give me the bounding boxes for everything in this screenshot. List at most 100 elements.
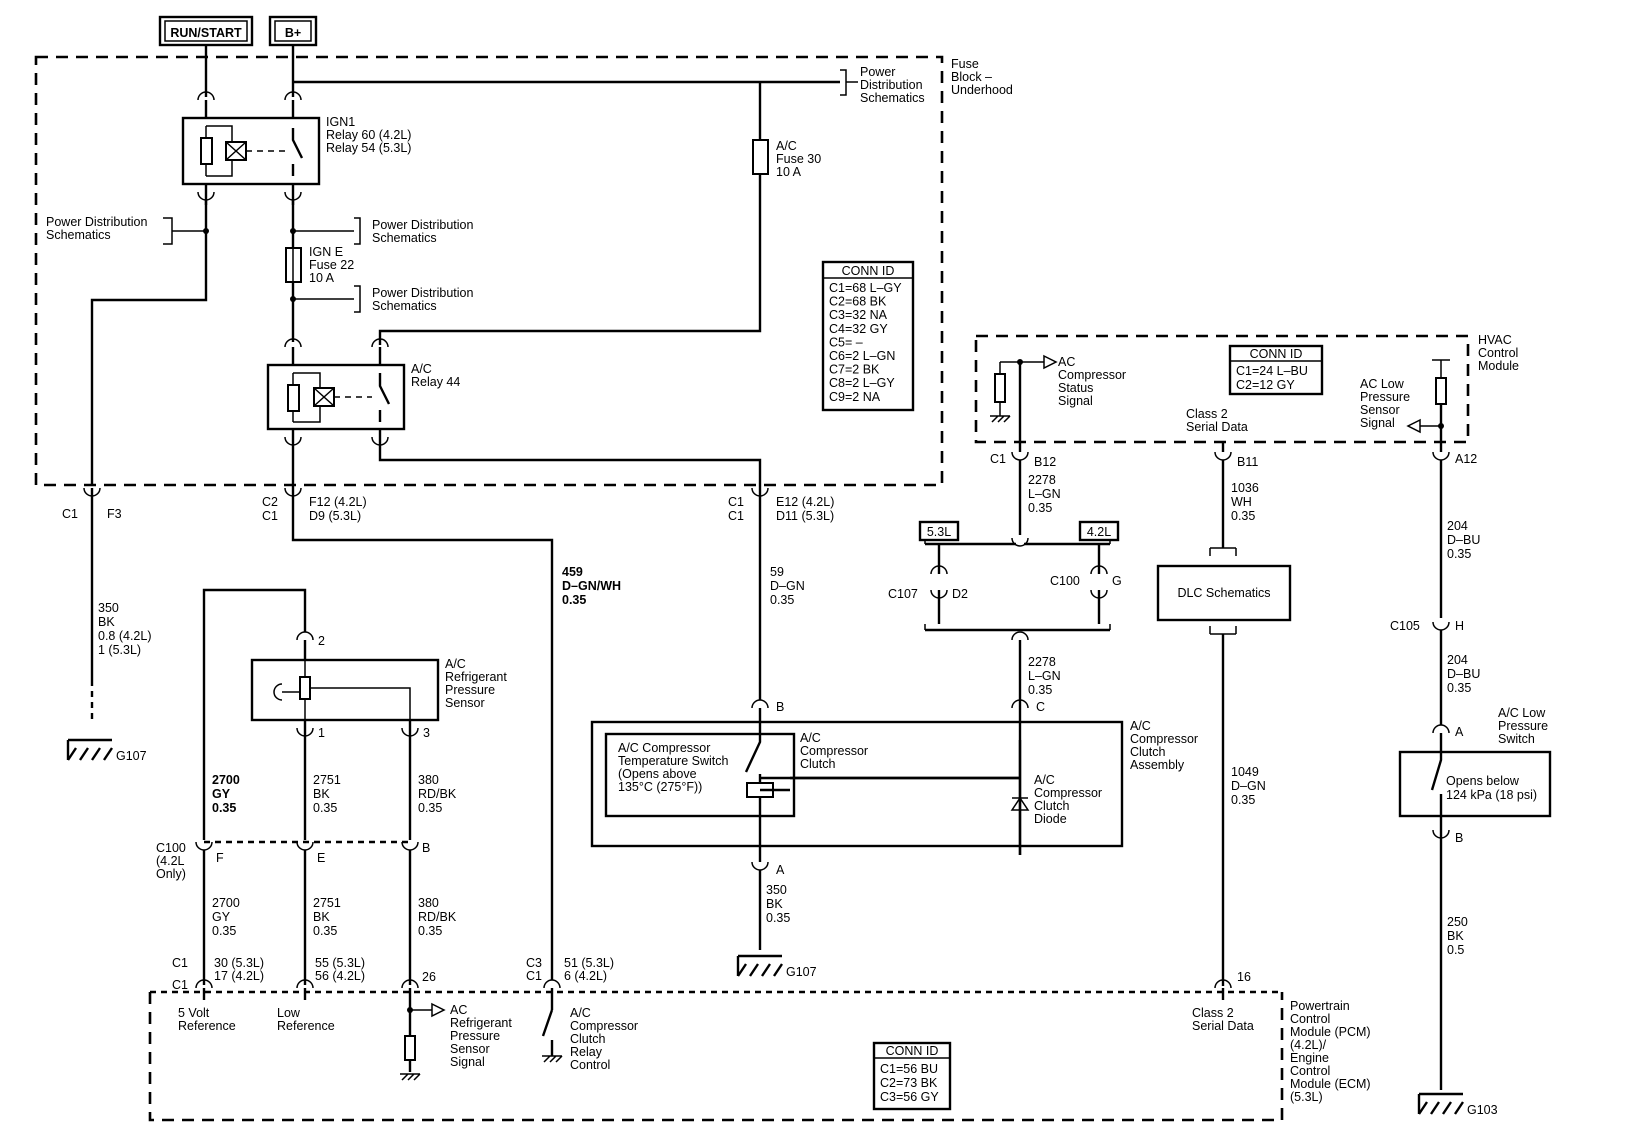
hvac-conn-id-rows: C1=24 L–BU C2=12 GY [1236,364,1311,392]
svg-text:A: A [1455,725,1464,739]
wire-350-bk: 350 BK 0.8 (4.2L) 1 (5.3L) [98,601,155,657]
wire-380-a: 380 RD/BK 0.35 [418,773,460,815]
c100-left-label: C100 (4.2L Only) [156,841,189,881]
pin-right-pin: E12 (4.2L) D11 (5.3L) [776,495,838,523]
power-dist-top: Power Distribution Schematics [860,65,926,105]
wire-380-b: 380 RD/BK 0.35 [418,896,460,938]
svg-text:C1: C1 [172,956,188,970]
pcm-5v-ref: 5 Volt Reference [178,1006,236,1033]
wire-250: 250 BK 0.5 [1447,915,1471,957]
assembly-label: A/C Compressor Clutch Assembly [1130,719,1202,772]
pin-mid-pin: F12 (4.2L) D9 (5.3L) [309,495,370,523]
svg-text:1: 1 [318,726,325,740]
pcm-class2: Class 2 Serial Data [1192,1006,1254,1033]
svg-text:C1: C1 [990,452,1006,466]
wire-2278-a: 2278 L–GN 0.35 [1028,473,1064,515]
temp-switch-label: A/C Compressor Temperature Switch (Opens… [618,741,732,794]
pcm-conn-id-rows: C1=56 BU C2=73 BK C3=56 GY [880,1062,942,1104]
pcm-c3: C3 C1 [526,956,545,983]
dlc-schematics-box [1156,564,1292,622]
svg-text:CONN ID: CONN ID [1250,347,1303,361]
run-start-label: RUN/START [170,26,242,40]
pcm-pres-signal: AC Refrigerant Pressure Sensor Signal [450,1003,515,1069]
svg-text:CONN ID: CONN ID [886,1044,939,1058]
ground-symbol-g107a [66,738,113,761]
pcm-conn-id-table [872,1041,952,1111]
dlc-label: DLC Schematics [1177,586,1270,600]
svg-text:16: 16 [1237,970,1251,984]
wire-350-bk-b: 350 BK 0.35 [766,883,790,925]
svg-text:G: G [1112,574,1122,588]
svg-text:C107: C107 [888,587,918,601]
bplus-label: B+ [285,26,301,40]
ac-low-pressure-switch [1398,750,1552,818]
pcm-title: Powertrain Control Module (PCM) (4.2L)/ … [1290,999,1374,1104]
wire-2278-b: 2278 L–GN 0.35 [1028,655,1064,697]
pcm-pin-low: 55 (5.3L) 56 (4.2L) [315,956,369,983]
pin-left-conn: C1 [62,507,78,521]
hvac-title: HVAC Control Module [1478,333,1522,373]
svg-text:C105: C105 [1390,619,1420,633]
svg-text:B11: B11 [1237,455,1258,469]
wire-1049: 1049 D–GN 0.35 [1231,765,1269,807]
pcm-low-ref: Low Reference [277,1006,335,1033]
svg-text:B: B [776,700,784,714]
ign-e-fuse-label: IGN E Fuse 22 10 A [309,245,358,285]
wire-204-b: 204 D–BU 0.35 [1447,653,1484,695]
pin-left-pin: F3 [107,507,122,521]
svg-text:3: 3 [423,726,430,740]
pcm-pin-5v: 30 (5.3L) 17 (4.2L) [214,956,268,983]
ground-symbol-g103 [1417,1092,1464,1115]
svg-text:E: E [317,851,325,865]
pin-mid-conn: C2 C1 [262,495,281,523]
engine-53: 5.3L [927,525,951,539]
svg-text:D2: D2 [952,587,968,601]
ac-refrigerant-pressure-sensor [250,658,440,722]
ac-fuse-label: A/C Fuse 30 10 A [776,139,825,179]
power-dist-mid1: Power Distribution Schematics [372,218,477,245]
wire-2700-a: 2700 GY 0.35 [212,773,243,815]
ign1-relay-label: IGN1 Relay 60 (4.2L) Relay 54 (5.3L) [326,115,415,155]
wire-2751-a: 2751 BK 0.35 [313,773,344,815]
svg-text:C1: C1 [172,978,188,992]
wire-204-a: 204 D–BU 0.35 [1447,519,1484,561]
svg-text:2: 2 [318,634,325,648]
ground-g107b: G107 [786,965,817,979]
fuse-block-title: Fuse Block – Underhood [951,57,1013,97]
power-dist-mid2: Power Distribution Schematics [372,286,477,313]
wire-59: 59 D–GN 0.35 [770,565,808,607]
svg-text:C100: C100 [1050,574,1080,588]
ground-g107a: G107 [116,749,147,763]
pcm-relay-ctrl: A/C Compressor Clutch Relay Control [570,1006,642,1072]
hvac-class2: Class 2 Serial Data [1186,407,1248,434]
ac-relay-label: A/C Relay 44 [411,362,460,389]
svg-text:A12: A12 [1455,452,1477,466]
svg-text:F: F [216,851,224,865]
fuse-conn-id-table [821,260,915,412]
clutch-label: A/C Compressor Clutch [800,731,872,771]
svg-text:26: 26 [422,970,436,984]
svg-text:B: B [1455,831,1463,845]
svg-text:B12: B12 [1034,455,1056,469]
pcm-pin-relay: 51 (5.3L) 6 (4.2L) [564,956,618,983]
svg-text:CONN ID: CONN ID [842,264,895,278]
power-dist-left: Power Distribution Schematics [46,215,151,242]
wire-2700-b: 2700 GY 0.35 [212,896,243,938]
svg-text:C: C [1036,700,1045,714]
wire-2751-b: 2751 BK 0.35 [313,896,344,938]
pin-right-conn: C1 C1 [728,495,747,523]
pressure-sensor-label: A/C Refrigerant Pressure Sensor [445,657,510,710]
wire-459: 459 D–GN/WH 0.35 [562,565,625,607]
wire-1036: 1036 WH 0.35 [1231,481,1262,523]
hvac-status-signal: AC Compressor Status Signal [1058,355,1130,408]
low-pressure-switch-note: Opens below 124 kPa (18 psi) [1446,774,1537,802]
svg-text:B: B [422,841,430,855]
svg-text:H: H [1455,619,1464,633]
temp-switch-box [604,732,796,818]
hvac-conn-id-table [1228,344,1324,396]
diode-label: A/C Compressor Clutch Diode [1034,773,1106,826]
fuse-block-boundary [34,55,944,487]
svg-text:A: A [776,863,785,877]
fuse-conn-id-rows: C1=68 L–GY C2=68 BK C3=32 NA C4=32 GY C5… [829,281,905,404]
